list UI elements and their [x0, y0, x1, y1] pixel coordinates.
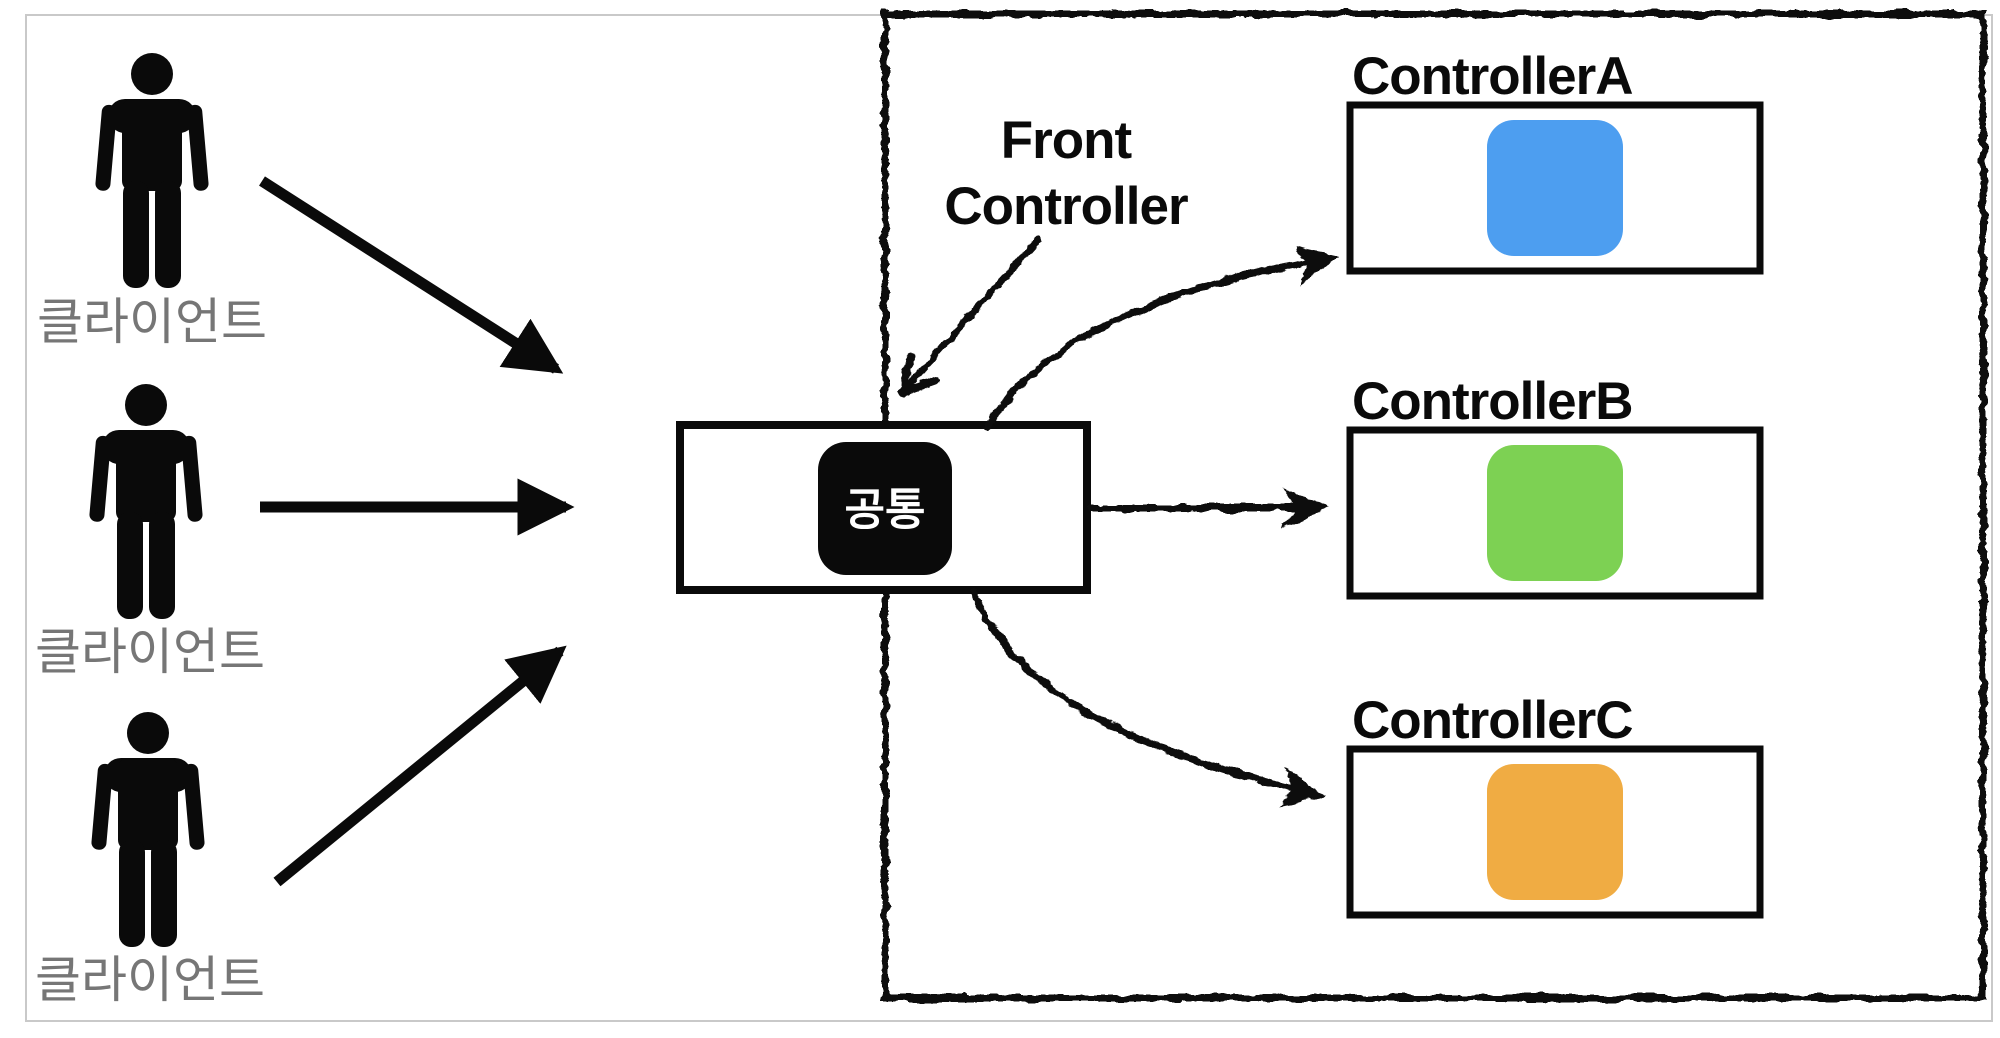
client-request-arrows	[259, 176, 575, 887]
controller-b-title: ControllerB	[1352, 372, 1633, 431]
person-icon	[90, 712, 206, 947]
front-controller-box-group: 공통	[676, 421, 1091, 594]
person-icon	[94, 53, 210, 288]
dispatch-arrow-b	[1088, 488, 1330, 528]
client-2: 클라이언트	[35, 384, 265, 680]
person-icon	[88, 384, 204, 619]
client-2-label: 클라이언트	[35, 624, 265, 680]
common-block-label: 공통	[845, 486, 926, 535]
controller-b-group: ControllerB	[1346, 372, 1764, 600]
client-1-arrow	[259, 176, 564, 374]
front-controller-annotation: Front Controller	[898, 111, 1189, 396]
front-controller-label-line2: Controller	[944, 177, 1188, 236]
client-1: 클라이언트	[37, 53, 267, 350]
controller-c-square	[1487, 764, 1623, 900]
client-1-label: 클라이언트	[37, 294, 267, 350]
dispatch-arrow-c	[969, 588, 1326, 806]
common-block	[818, 442, 952, 575]
dispatch-arrow-a	[984, 247, 1340, 431]
annotation-arrow	[898, 236, 1042, 396]
controller-a-group: ControllerA	[1346, 47, 1764, 275]
front-controller-label-line1: Front	[1001, 111, 1132, 170]
controller-b-square	[1487, 445, 1623, 581]
controller-c-group: ControllerC	[1346, 691, 1764, 919]
controller-c-title: ControllerC	[1352, 691, 1633, 750]
client-3-label: 클라이언트	[35, 952, 265, 1008]
controller-a-square	[1487, 120, 1623, 256]
client-3: 클라이언트	[35, 712, 265, 1008]
controller-a-title: ControllerA	[1352, 47, 1633, 106]
client-3-arrow	[273, 645, 567, 887]
